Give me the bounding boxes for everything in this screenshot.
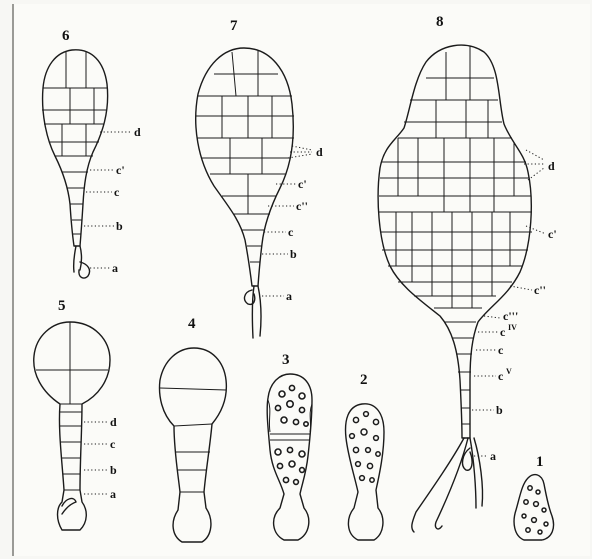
fig6-label-c: c [114, 185, 120, 199]
figure-1-drawing: 1 [514, 454, 553, 540]
fig8-label-c-v: c [498, 369, 504, 383]
fig6-label-a: a [112, 261, 118, 275]
figure-3-cell-contents [275, 385, 308, 484]
figure-2-number: 2 [360, 372, 368, 388]
figure-5-drawing: 5 d c b a [34, 298, 117, 530]
fig8-superscript-iv: IV [508, 323, 517, 332]
fig8-label-c-prime: c' [548, 227, 557, 241]
fig6-label-b: b [116, 219, 123, 233]
figure-2-cell-contents [350, 412, 381, 483]
fig6-label-c-prime: c' [116, 163, 125, 177]
fig8-superscript-v: V [506, 367, 512, 376]
figure-5-number: 5 [58, 298, 66, 314]
fig8-label-c-triple-prime: c''' [503, 309, 518, 323]
fig5-label-d: d [110, 415, 117, 429]
figure-7-number: 7 [230, 18, 238, 34]
fig8-label-c-iv: c [500, 325, 506, 339]
figure-3-drawing: 3 [267, 352, 312, 540]
fig7-label-d: d [316, 145, 323, 159]
fig8-label-b: b [496, 403, 503, 417]
figure-4-number: 4 [188, 316, 196, 332]
figure-1-number: 1 [536, 454, 544, 470]
figure-6-drawing: 6 d c' c b a [42, 28, 141, 278]
fig7-label-c-prime: c' [298, 177, 307, 191]
figure-6-number: 6 [62, 28, 70, 44]
fig8-label-c-plain: c [498, 343, 504, 357]
figure-1-cell-contents [522, 486, 548, 534]
figure-8-number: 8 [436, 14, 444, 30]
fig8-label-c-double-prime: c'' [534, 283, 546, 297]
fig5-label-c: c [110, 437, 116, 451]
fig7-label-b: b [290, 247, 297, 261]
fig5-label-b: b [110, 463, 117, 477]
fig7-label-c: c [288, 225, 294, 239]
figure-3-number: 3 [282, 352, 290, 368]
fig5-label-a: a [110, 487, 116, 501]
figure-2-drawing: 2 [346, 372, 384, 540]
figure-4-drawing: 4 [160, 316, 227, 542]
fig7-label-a: a [286, 289, 292, 303]
figure-7-drawing: 7 d c' c'' c b a [196, 18, 323, 338]
fig7-label-c-double-prime: c'' [296, 199, 308, 213]
figure-8-drawing: 8 d c' c'' c''' c IV c c V b a [378, 14, 557, 532]
fig8-label-d: d [548, 159, 555, 173]
fig8-label-a: a [490, 449, 496, 463]
fig6-label-d: d [134, 125, 141, 139]
